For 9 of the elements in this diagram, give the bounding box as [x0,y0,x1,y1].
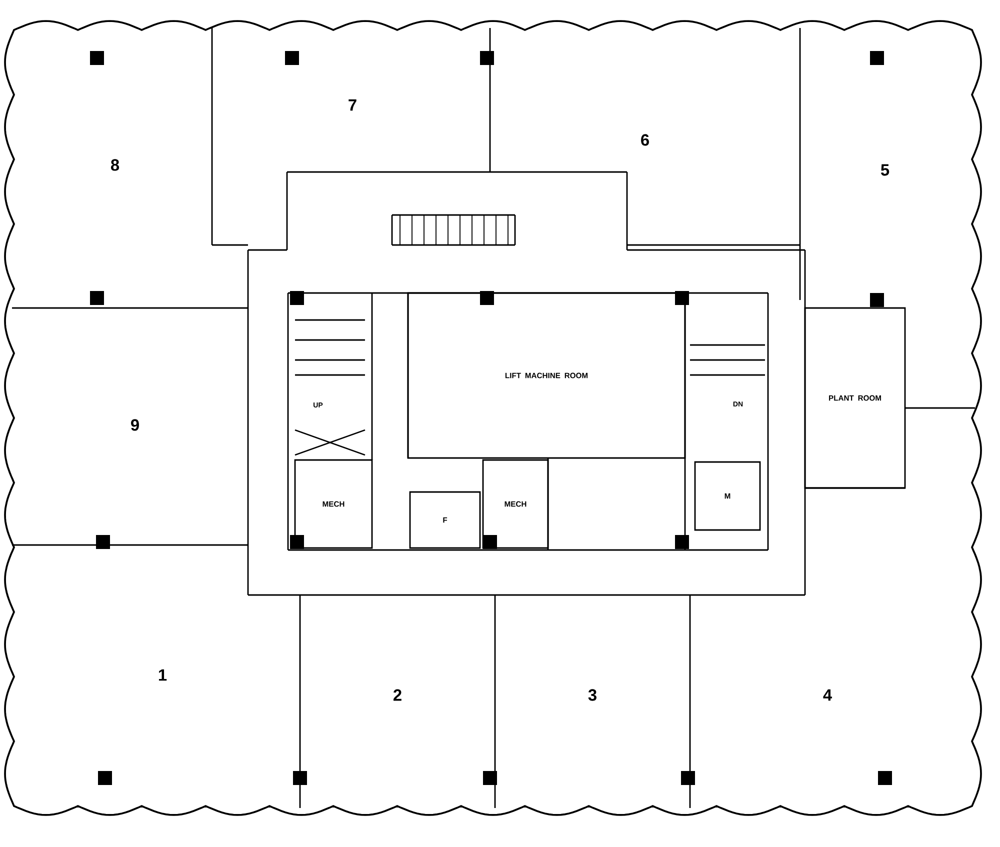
unit-number: 1 [158,669,167,681]
unit-number: 9 [131,419,139,431]
unit-number: 3 [588,689,596,701]
unit-number: 5 [880,164,890,176]
unit-number: 6 [641,134,649,146]
unit-number: 2 [394,689,402,701]
unit-number: 7 [348,99,356,111]
unit-number: 4 [823,689,832,701]
unit-number: 8 [110,159,120,171]
